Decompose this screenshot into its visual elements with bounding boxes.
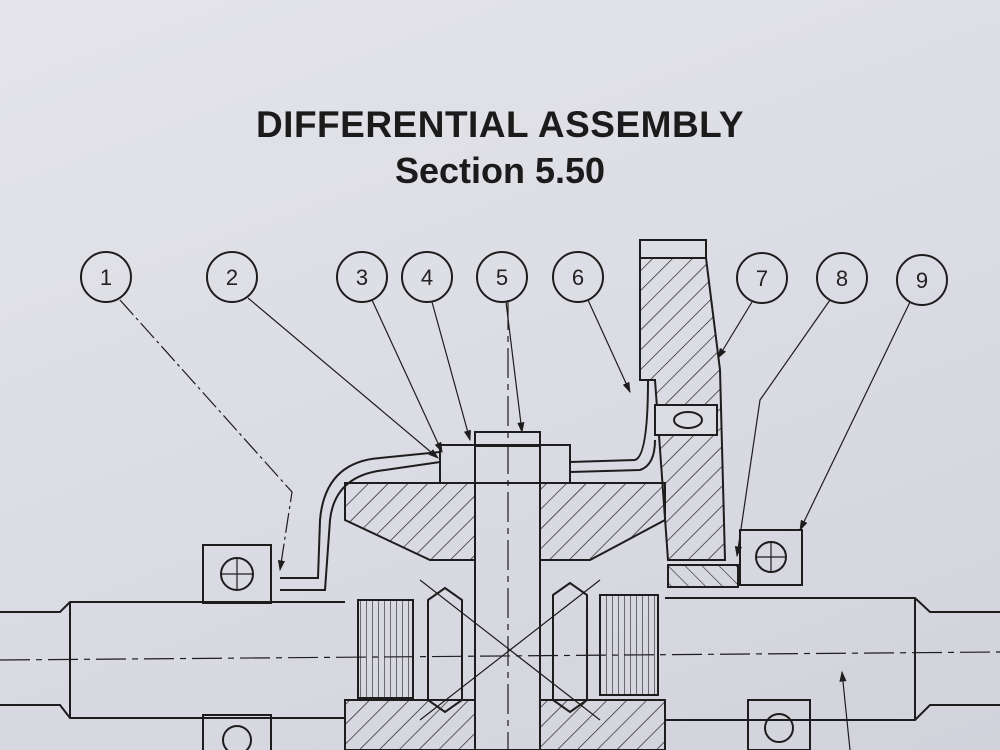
- svg-text:5: 5: [496, 265, 508, 290]
- drawing-title: DIFFERENTIAL ASSEMBLY: [255, 104, 745, 145]
- leader-lines: [119, 297, 911, 750]
- svg-text:9: 9: [916, 268, 928, 293]
- callout-1: 1: [80, 251, 132, 303]
- callout-2: 2: [206, 251, 258, 303]
- bearing-right: [739, 529, 811, 750]
- callout-6: 6: [552, 251, 604, 303]
- svg-text:4: 4: [421, 265, 433, 290]
- callout-3: 3: [336, 251, 388, 303]
- svg-text:7: 7: [756, 266, 768, 291]
- svg-text:3: 3: [356, 265, 368, 290]
- drawing-subtitle: Section 5.50: [394, 150, 606, 191]
- callout-7: 7: [736, 252, 788, 304]
- callout-5: 5: [476, 251, 528, 303]
- bearing-left: [202, 544, 272, 750]
- svg-text:8: 8: [836, 266, 848, 291]
- callout-8: 8: [816, 252, 868, 304]
- svg-text:2: 2: [226, 265, 238, 290]
- svg-text:1: 1: [100, 265, 112, 290]
- callout-9: 9: [896, 254, 948, 306]
- svg-text:6: 6: [572, 265, 584, 290]
- ring-gear: [639, 239, 739, 588]
- shaft: [0, 597, 1000, 721]
- differential-case: [280, 300, 666, 750]
- callout-4: 4: [401, 251, 453, 303]
